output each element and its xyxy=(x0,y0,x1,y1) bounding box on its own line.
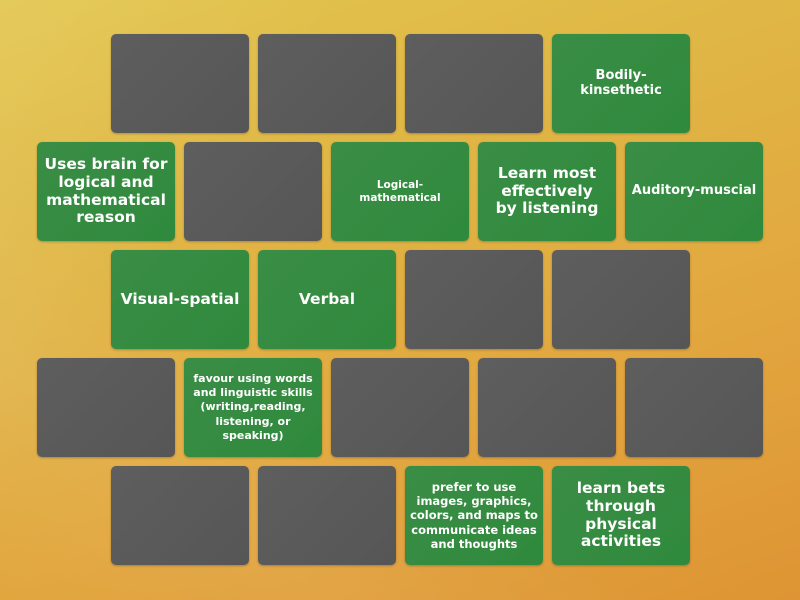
tile-r5-c1[interactable] xyxy=(111,466,249,565)
tile-r3-c2[interactable]: Verbal xyxy=(258,250,396,349)
tile-r5-c4[interactable]: learn bets through physical activities xyxy=(552,466,690,565)
tile-r1-c3[interactable] xyxy=(405,34,543,133)
tile-text: Logical-mathematical xyxy=(359,179,441,204)
tile-r4-c3[interactable] xyxy=(331,358,469,457)
tile-r2-c3[interactable]: Logical-mathematical xyxy=(331,142,469,241)
tile-r3-c1[interactable]: Visual-spatial xyxy=(111,250,249,349)
tile-text: Learn most effectively by listening xyxy=(495,163,599,218)
tile-r2-c2[interactable] xyxy=(184,142,322,241)
tile-r2-c5[interactable]: Auditory-muscial xyxy=(625,142,763,241)
tile-r2-c4[interactable]: Learn most effectively by listening xyxy=(478,142,616,241)
tile-r4-c2[interactable]: favour using words and linguistic skills… xyxy=(184,358,322,457)
tile-text: learn bets through physical activities xyxy=(576,478,666,551)
tile-text: Uses brain for logical and mathematical … xyxy=(44,154,168,227)
tile-text: Verbal xyxy=(298,289,356,308)
tile-r4-c1[interactable] xyxy=(37,358,175,457)
tile-r4-c4[interactable] xyxy=(478,358,616,457)
tile-text: Auditory-muscial xyxy=(631,183,757,199)
tile-text: favour using words and linguistic skills… xyxy=(193,371,313,442)
tile-r3-c4[interactable] xyxy=(552,250,690,349)
tile-text: Visual-spatial xyxy=(120,289,240,308)
tile-r3-c3[interactable] xyxy=(405,250,543,349)
tile-r1-c1[interactable] xyxy=(111,34,249,133)
tile-text: prefer to use images, graphics, colors, … xyxy=(410,479,538,552)
tile-r5-c3[interactable]: prefer to use images, graphics, colors, … xyxy=(405,466,543,565)
tile-r1-c4[interactable]: Bodily-kinsethetic xyxy=(552,34,690,133)
tile-r5-c2[interactable] xyxy=(258,466,396,565)
tile-r4-c5[interactable] xyxy=(625,358,763,457)
tile-r2-c1[interactable]: Uses brain for logical and mathematical … xyxy=(37,142,175,241)
tile-text: Bodily-kinsethetic xyxy=(580,67,662,98)
tile-r1-c2[interactable] xyxy=(258,34,396,133)
